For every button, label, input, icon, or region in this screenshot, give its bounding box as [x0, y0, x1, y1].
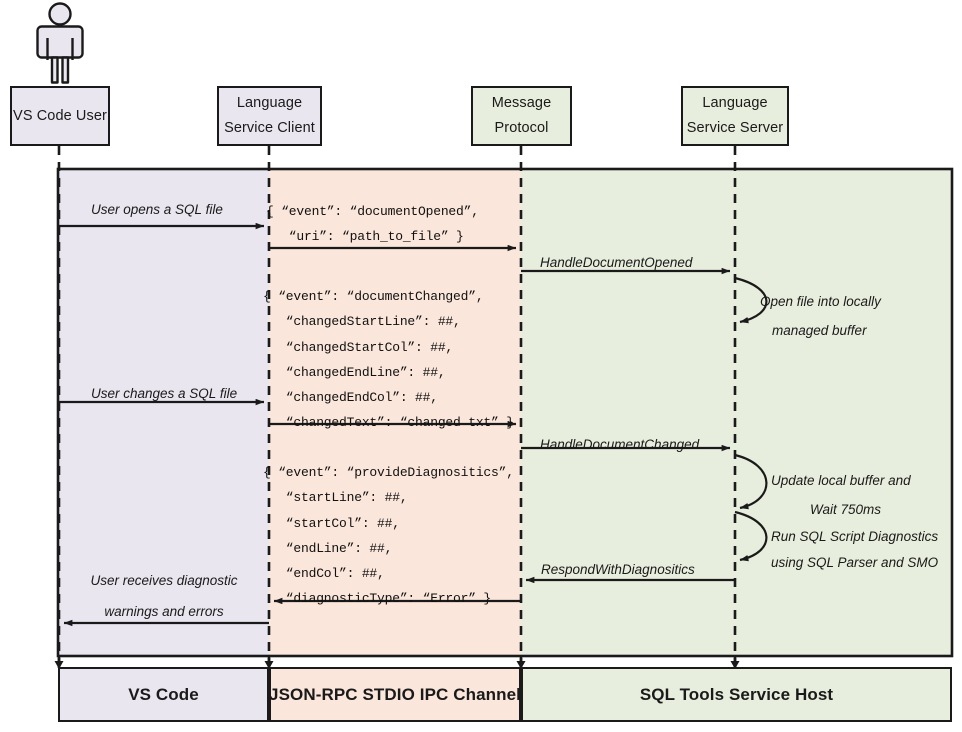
participant-box-vs-code-user[interactable]: VS Code User: [10, 86, 110, 146]
payload-provide-diagnostics: { “event”: “provideDiagnositics”, “start…: [263, 465, 514, 607]
legend-service-host[interactable]: SQL Tools Service Host: [521, 667, 952, 722]
self-loop-open-file: [734, 276, 768, 324]
self-loop-update-buffer: [734, 453, 768, 510]
band-vscode: [58, 169, 269, 656]
participant-label-line1: Language: [236, 95, 303, 112]
note-update-buffer-line1: Update local buffer and: [771, 473, 911, 488]
activity-bands: [56, 167, 954, 658]
note-run-diagnostics-line1: Run SQL Script Diagnostics: [771, 529, 939, 544]
participant-box-language-service-client[interactable]: Language Service Client: [217, 86, 322, 146]
message-label-user-receives-diagnostics-line1: User receives diagnostic: [90, 573, 238, 588]
message-label-user-changes-sql-file: User changes a SQL file: [91, 386, 238, 401]
legend-label: JSON-RPC STDIO IPC Channel: [269, 684, 521, 704]
band-ipc-channel: [269, 169, 521, 656]
participant-label-line2: Protocol: [494, 120, 549, 136]
note-update-buffer-line2: Wait 750ms: [810, 502, 882, 517]
self-loop-run-diagnostics: [734, 510, 768, 562]
note-open-file-line2: managed buffer: [772, 323, 867, 338]
legend-label: SQL Tools Service Host: [639, 684, 834, 704]
lifelines: [57, 146, 737, 665]
vs-code-user-actor-icon: [36, 2, 84, 84]
band-outline: [56, 167, 954, 658]
message-label-respond-with-diagnostics: RespondWithDiagnositics: [541, 562, 695, 577]
message-label-user-receives-diagnostics-line2: warnings and errors: [104, 604, 224, 619]
legend-ipc-channel[interactable]: JSON-RPC STDIO IPC Channel: [269, 667, 521, 722]
message-label-user-opens-sql-file: User opens a SQL file: [91, 202, 223, 217]
participant-box-message-protocol[interactable]: Message Protocol: [471, 86, 572, 146]
note-run-diagnostics-line2: using SQL Parser and SMO: [771, 555, 939, 570]
participant-box-language-service-server[interactable]: Language Service Server: [681, 86, 789, 146]
message-label-handle-document-opened: HandleDocumentOpened: [540, 255, 693, 270]
participant-label-line2: Service Client: [224, 120, 315, 136]
message-arrows: [59, 222, 735, 627]
participant-label-line1: Language: [702, 95, 768, 112]
participant-label-line1: VS Code User: [13, 107, 107, 124]
participant-label-line2: Service Server: [686, 120, 784, 136]
band-bottom-arrowheads: [54, 661, 740, 669]
message-label-handle-document-changed: HandleDocumentChanged: [540, 437, 700, 452]
legend-label: VS Code: [128, 684, 199, 704]
payload-document-changed: { “event”: “documentChanged”, “changedSt…: [263, 289, 514, 431]
self-loop-arrows: [734, 276, 768, 562]
legend-vs-code[interactable]: VS Code: [58, 667, 269, 722]
band-service-host: [521, 169, 952, 656]
note-open-file-line1: Open file into locally: [760, 294, 881, 309]
payload-document-opened: { “event”: “documentOpened”, “uri”: “pat…: [266, 204, 479, 245]
participant-label-line1: Message: [491, 95, 552, 112]
